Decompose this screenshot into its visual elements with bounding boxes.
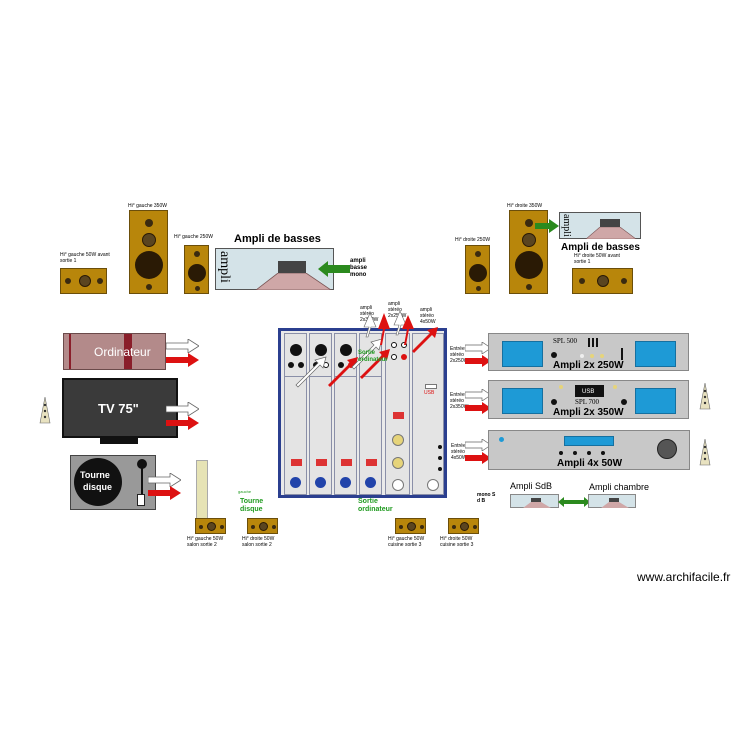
speaker-left-250 (184, 245, 209, 294)
speaker-left-350 (129, 210, 168, 294)
speaker-right-250 (465, 245, 490, 294)
amp2-input-label: Entrée stéréo 2x350W (450, 392, 469, 410)
speaker-front-left-label: Hi° gauche 50W avant sortie 1 (60, 252, 110, 264)
mixer-arrows-overlay (295, 310, 438, 388)
tv-white-arrow (166, 402, 199, 416)
bass-amp-left-title: Ampli de basses (234, 233, 321, 245)
lamp-icon-left (39, 396, 51, 424)
small-amp-chambre (588, 494, 636, 508)
speaker-front-right (572, 268, 633, 294)
speaker-front-right-label: Hi° droite 50W avant sortie 1 (574, 253, 620, 265)
turntable-red-arrow (148, 486, 181, 500)
speaker-cuisine-left-label: Hi° gauche 50W cuisine sortie 3 (388, 536, 425, 548)
amp3-title: Ampli 4x 50W (557, 458, 623, 469)
computer-red-arrow (166, 353, 199, 367)
speaker-cuisine-left (395, 518, 426, 534)
amp1-title: Ampli 2x 250W (553, 360, 624, 371)
lamp-icon-right-1 (699, 382, 711, 410)
turntable-white-arrow (148, 473, 181, 487)
speaker-cuisine-right (448, 518, 479, 534)
computer-source: Ordinateur (63, 333, 166, 370)
turntable-label-2: disque (83, 482, 113, 492)
small-amp-chambre-title: Ampli chambre (589, 482, 650, 492)
mixer-channel-1 (284, 333, 307, 495)
amp1-white-arrow (465, 342, 491, 354)
tv-red-arrow (166, 416, 199, 430)
speaker-front-left (60, 268, 107, 294)
bass-amp-left-arrow (318, 261, 350, 277)
mixer-channel-2 (309, 333, 332, 495)
mixer-input-turntable: Tourne disque (240, 498, 264, 513)
tv-stand (100, 438, 138, 444)
mixer-side: USB (412, 333, 444, 495)
small-amp-sdb (510, 494, 559, 508)
amp2-red-arrow (465, 402, 491, 414)
lamp-icon-right-2 (699, 438, 711, 466)
amp3: Ampli 4x 50W (488, 430, 690, 470)
amp2: USB SPL 700 Ampli 2x 350W (488, 380, 689, 419)
mixer-overlay-label: Sortie ordinateur (358, 350, 388, 363)
mixer-output-computer: Sortie ordinateur (358, 498, 393, 513)
speaker-salon-left-label: Hi° gauche 50W salon sortie 2 (187, 536, 224, 548)
bass-amp-right: ampli (559, 212, 641, 239)
amp2-usb: USB (582, 389, 595, 395)
mixer-master (385, 333, 410, 495)
tv-label: TV 75" (98, 401, 139, 416)
amp2-title: Ampli 2x 350W (553, 407, 624, 418)
speaker-left-350-label: Hi° gauche 350W (128, 203, 167, 209)
amp1-red-arrow (465, 355, 491, 367)
bass-amp-right-title: Ampli de basses (561, 242, 640, 253)
speaker-salon-right (247, 518, 278, 534)
turntable-source: Tourne disque (70, 455, 156, 510)
mixer-top-label-2: ampli stéréo 2x250W (388, 301, 407, 319)
amp1-input-label: Entrée stéréo 2x250W (450, 346, 469, 364)
computer-white-arrow (166, 339, 199, 353)
speaker-salon-right-label: Hi° droite 50W salon sortie 2 (242, 536, 275, 548)
small-amp-sdb-title: Ampli SdB (510, 481, 553, 491)
mixer-small-label: gauche (238, 489, 252, 494)
bass-amp-right-side-label: ampli (561, 214, 572, 237)
speaker-salon-left (195, 518, 226, 534)
beige-pillar (196, 460, 208, 520)
turntable-label-1: Tourne (80, 470, 110, 480)
speaker-right-250-label: Hi° droite 250W (455, 237, 491, 243)
amp3-red-arrow (465, 452, 491, 464)
amp3-white-arrow (465, 439, 491, 451)
tv-source: TV 75" (62, 378, 178, 438)
amp1-brand: SPL 500 (553, 337, 578, 345)
bass-amp-left-side-label: ampli (217, 251, 232, 283)
bass-amp-left-mono-label: ampli basse mono (350, 258, 368, 278)
speaker-left-250-label: Hi° gauche 250W (174, 234, 213, 240)
speaker-cuisine-right-label: Hi° droite 50W cuisine sortie 3 (440, 536, 474, 548)
bass-amp-left: ampli (215, 248, 334, 290)
speaker-right-350-label: Hi° droite 350W (507, 203, 543, 209)
amp2-brand: SPL 700 (575, 398, 600, 406)
amp3-input-label: Entrée stéréo 4x50W (451, 443, 467, 461)
computer-label: Ordinateur (94, 345, 151, 359)
amp1: SPL 500 Ampli 2x 250W (488, 333, 689, 371)
mixer-top-label-3: ampli stéréo 4x50W (420, 307, 436, 325)
small-amp-mono-sdb-label: mono S d B (477, 492, 496, 504)
watermark: www.archifacile.fr (637, 570, 731, 584)
small-amp-link-arrow (558, 497, 590, 507)
amp2-white-arrow (465, 389, 491, 401)
bass-amp-right-arrow (535, 219, 559, 233)
mixer-usb-label: USB (424, 390, 435, 396)
